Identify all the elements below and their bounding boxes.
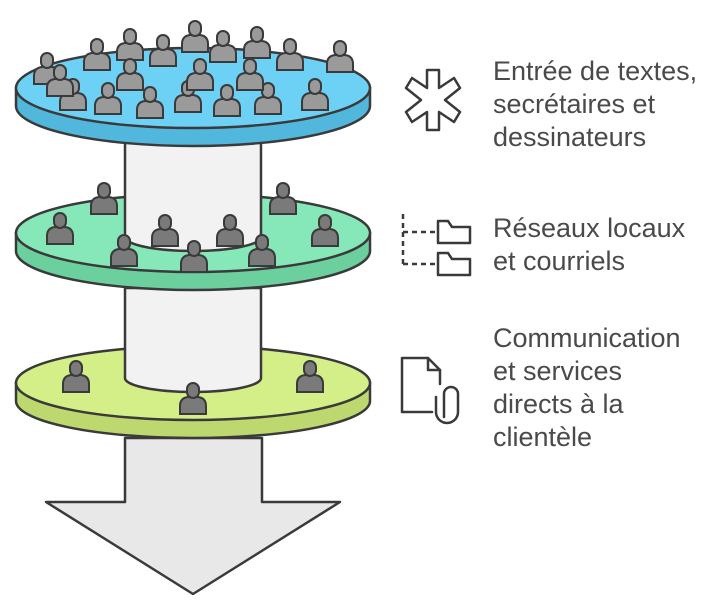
person-icon bbox=[216, 214, 244, 247]
person-icon bbox=[296, 360, 324, 393]
person-icon bbox=[62, 360, 90, 393]
column-lower bbox=[123, 286, 263, 394]
person-icon bbox=[179, 382, 207, 415]
level-2-label: Réseaux locaux et courriels bbox=[493, 212, 685, 278]
level-3-line-3: directs à la bbox=[493, 389, 624, 419]
folder-tree-icon bbox=[401, 214, 472, 277]
level-2-line-1: Réseaux locaux bbox=[493, 213, 686, 243]
person-icon bbox=[326, 40, 354, 73]
people-layer bbox=[33, 20, 354, 415]
person-icon bbox=[46, 212, 74, 245]
level-2-line-2: et courriels bbox=[493, 246, 626, 276]
level-3-line-2: et services bbox=[493, 356, 623, 386]
person-icon bbox=[213, 84, 241, 117]
person-icon bbox=[149, 34, 177, 67]
person-icon bbox=[46, 64, 74, 97]
person-icon bbox=[116, 58, 144, 91]
person-icon bbox=[243, 26, 271, 59]
person-icon bbox=[301, 78, 329, 111]
person-icon bbox=[236, 58, 264, 91]
level-1-line-3: dessinateurs bbox=[493, 122, 647, 152]
person-icon bbox=[116, 28, 144, 61]
person-icon bbox=[110, 234, 138, 267]
document-attachment-icon bbox=[400, 356, 460, 425]
person-icon bbox=[209, 30, 237, 63]
asterisk-icon bbox=[404, 68, 462, 132]
person-icon bbox=[180, 240, 208, 273]
person-icon bbox=[186, 58, 214, 91]
person-icon bbox=[311, 214, 339, 247]
person-icon bbox=[248, 234, 276, 267]
person-icon bbox=[136, 86, 164, 119]
person-icon bbox=[94, 82, 122, 115]
person-icon bbox=[276, 38, 304, 71]
person-icon bbox=[90, 182, 118, 215]
person-icon bbox=[269, 182, 297, 215]
down-arrow bbox=[44, 436, 342, 596]
level-3-line-1: Communication bbox=[493, 323, 681, 353]
level-3-line-4: clientèle bbox=[493, 422, 593, 452]
level-1-line-2: secrétaires et bbox=[493, 89, 656, 119]
level-1-label: Entrée de textes, secrétaires et dessina… bbox=[493, 55, 697, 154]
level-3-label: Communication et services directs à la c… bbox=[493, 322, 681, 454]
person-icon bbox=[83, 38, 111, 71]
person-icon bbox=[254, 82, 282, 115]
person-icon bbox=[181, 20, 209, 53]
level-1-line-1: Entrée de textes, bbox=[493, 56, 698, 86]
person-icon bbox=[151, 214, 179, 247]
